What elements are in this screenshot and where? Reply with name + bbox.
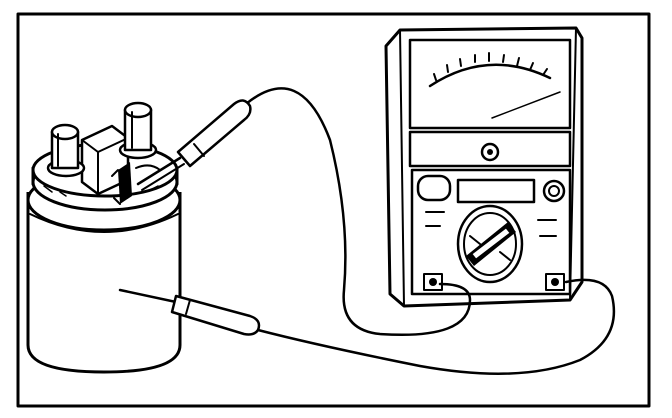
- probe-upper-handle: [176, 99, 252, 168]
- probe-upper[interactable]: [136, 99, 252, 191]
- test-lead-upper: [244, 87, 472, 336]
- meter-display-slot: [456, 178, 536, 204]
- probe-lower-handle: [170, 294, 261, 336]
- terminal-post-right: [118, 101, 158, 160]
- terminal-post-left: [46, 123, 86, 178]
- terminal-s: [111, 162, 161, 205]
- jack-right-icon[interactable]: [545, 273, 565, 291]
- probe-lower[interactable]: [118, 288, 261, 336]
- probe-lower-tip: [118, 288, 178, 304]
- solenoid-body: [26, 192, 182, 374]
- figure-frame: [16, 12, 651, 408]
- range-selector-knob-icon[interactable]: [456, 204, 524, 284]
- test-lead-lower: [256, 278, 616, 375]
- probe-upper-tip: [136, 156, 182, 186]
- jack-left-icon[interactable]: [423, 273, 443, 291]
- solenoid: [26, 101, 182, 374]
- meter-scale-arc: [428, 63, 552, 88]
- multimeter: [384, 26, 584, 308]
- meter-needle: [491, 91, 561, 119]
